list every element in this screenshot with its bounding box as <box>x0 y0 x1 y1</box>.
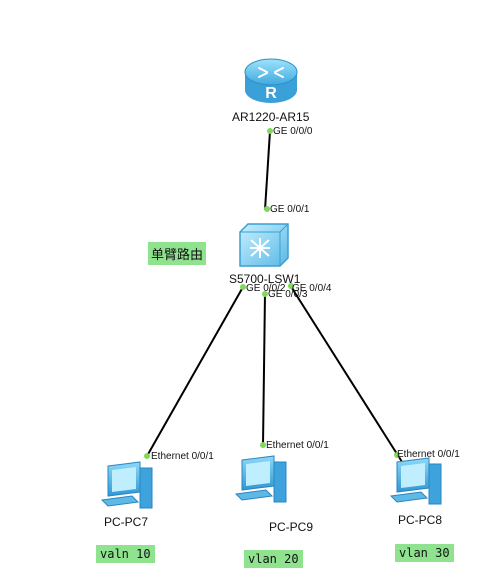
pc7-label: PC-PC7 <box>104 515 149 529</box>
pc8-icon[interactable] <box>389 457 442 505</box>
port-dot-switch-ge002 <box>240 284 246 290</box>
vlan-tag-pc9: vlan 20 <box>244 550 303 568</box>
link-switch-pc7[interactable] <box>146 286 244 457</box>
router-label: AR1220-AR15 <box>232 110 310 124</box>
router-icon[interactable]: R <box>244 58 298 103</box>
vlan-tag-pc7: valn 10 <box>96 545 155 563</box>
pc9-port: Ethernet 0/0/1 <box>266 440 329 451</box>
switch-port-ge004: GE 0/0/4 <box>292 283 332 294</box>
switch-port-ge003: GE 0/0/3 <box>268 289 308 300</box>
port-dot-pc8 <box>394 452 400 458</box>
vlan-tag-pc8: vlan 30 <box>395 544 454 562</box>
pc8-label: PC-PC8 <box>398 513 443 527</box>
link-router-switch[interactable] <box>264 130 271 211</box>
pc7-port: Ethernet 0/0/1 <box>151 451 214 462</box>
port-dot-switch-ge004 <box>288 283 294 289</box>
switch-label: S5700-LSW1 <box>229 272 301 286</box>
router-port-ge000: GE 0/0/0 <box>273 126 313 137</box>
link-switch-pc8[interactable] <box>289 284 405 466</box>
port-dot-pc9 <box>260 442 266 448</box>
switch-port-ge001: GE 0/0/1 <box>270 204 310 215</box>
port-dot-pc7 <box>144 453 150 459</box>
link-switch-pc9[interactable] <box>262 292 266 446</box>
switch-port-ge002: GE 0/0/2 <box>246 283 286 294</box>
port-dot-switch-ge001 <box>264 206 270 212</box>
port-dot-switch-ge003 <box>262 291 268 297</box>
svg-text:R: R <box>265 85 277 102</box>
port-dot-router-ge000 <box>267 128 273 134</box>
pc7-icon[interactable] <box>100 461 153 509</box>
switch-icon[interactable] <box>239 223 289 267</box>
title-tag: 单臂路由 <box>148 242 207 265</box>
pc9-label: PC-PC9 <box>269 520 314 534</box>
pc9-icon[interactable] <box>234 455 287 503</box>
pc8-port: Ethernet 0/0/1 <box>397 449 460 460</box>
